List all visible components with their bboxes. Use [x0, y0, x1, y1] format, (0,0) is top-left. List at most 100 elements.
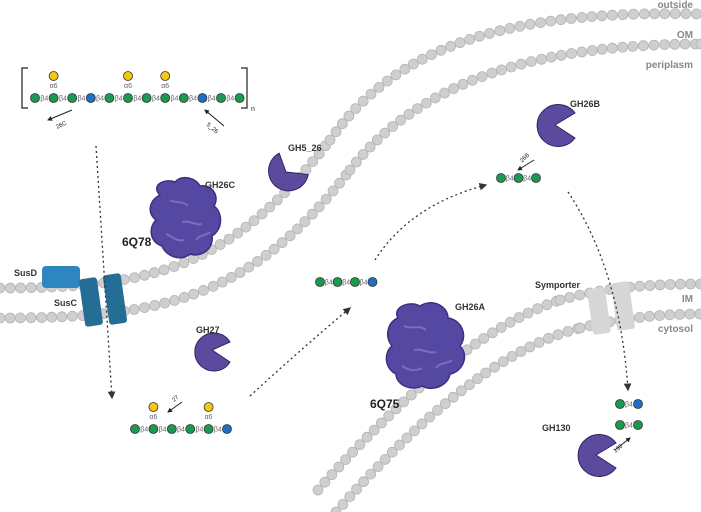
- membrane-bead: [680, 8, 692, 20]
- membrane-bead: [489, 361, 500, 373]
- mannose-residue: [633, 420, 643, 430]
- membrane-bead: [344, 164, 356, 176]
- mannose-residue: [48, 93, 59, 103]
- membrane-bead: [268, 243, 280, 255]
- membrane-bead: [497, 356, 509, 368]
- membrane-bead: [447, 391, 459, 403]
- membrane-bead: [654, 279, 666, 291]
- membrane-bead: [300, 164, 312, 176]
- membrane-bead: [386, 446, 398, 458]
- membrane-bead: [372, 461, 384, 473]
- membrane-bead: [586, 11, 598, 23]
- membrane-bead: [463, 379, 475, 391]
- membrane-bead: [358, 476, 370, 488]
- membrane-bead: [586, 45, 598, 56]
- galactose-residue: [48, 71, 59, 81]
- mannose-residue: [185, 424, 196, 434]
- membrane-bead: [364, 141, 376, 153]
- membrane-bead: [158, 264, 170, 276]
- cut-label-5-26: 5_26: [205, 122, 220, 136]
- membrane-bead: [207, 280, 219, 292]
- membrane-bead: [664, 309, 676, 321]
- membrane-bead: [494, 25, 506, 37]
- glycosidic-bond-label: β4: [40, 96, 48, 103]
- cut-label-27: 27: [171, 394, 180, 403]
- membrane-bead: [169, 294, 180, 306]
- glycosidic-bond-label: β4: [506, 176, 514, 183]
- membrane-bead: [67, 310, 78, 322]
- membrane-bead: [240, 221, 252, 233]
- membrane-bead: [4, 282, 16, 294]
- membrane-bead: [504, 22, 516, 34]
- membrane-bead: [664, 279, 676, 290]
- polymer-bracket-right: [241, 67, 248, 109]
- polymer-repeat-n: n: [251, 106, 255, 113]
- membrane-bead: [320, 193, 332, 205]
- flow-arrow-to-periplasm: [249, 307, 351, 397]
- membrane-bead: [684, 308, 696, 320]
- membrane-bead: [4, 312, 16, 324]
- membrane-bead: [357, 148, 369, 160]
- membrane-bead: [426, 49, 437, 60]
- inner-membrane-inner-leaflet: [330, 308, 701, 512]
- membrane-bead: [525, 56, 537, 67]
- membrane-bead: [256, 208, 268, 220]
- membrane-bead: [381, 75, 393, 87]
- membrane-bead: [638, 8, 650, 20]
- membrane-bead: [313, 148, 325, 160]
- membrane-bead: [398, 396, 410, 408]
- membrane-bead: [674, 308, 686, 320]
- galactose-residue: [203, 402, 214, 412]
- membrane-bead: [473, 30, 485, 42]
- membrane-bead: [36, 312, 47, 323]
- membrane-bead: [159, 297, 171, 309]
- membrane-bead: [365, 88, 377, 100]
- membrane-bead: [695, 278, 701, 290]
- membrane-bead: [535, 17, 546, 29]
- membrane-bead: [214, 239, 226, 250]
- glycosidic-bond-label: β4: [360, 280, 368, 287]
- membrane-bead: [225, 271, 237, 283]
- gh26a-structure: [385, 302, 466, 390]
- mannose-residue: [178, 93, 189, 103]
- glycosidic-bond-label: β4: [523, 176, 531, 183]
- glycosidic-bond-label: α6: [50, 83, 58, 90]
- glycosidic-bond-label: α6: [161, 83, 169, 90]
- mannose-residue: [615, 420, 625, 430]
- membrane-bead: [260, 249, 272, 261]
- membrane-bead: [424, 411, 436, 423]
- membrane-bead: [248, 215, 260, 227]
- label-outside: outside: [657, 0, 693, 11]
- membrane-bead: [333, 461, 345, 473]
- membrane-bead: [350, 156, 362, 168]
- gh26c-structure: [149, 176, 222, 259]
- membrane-bead: [515, 58, 527, 70]
- flow-arrow-to-cytosol: [567, 191, 632, 392]
- glycosidic-bond-label: β4: [325, 280, 333, 287]
- label-susd: SusD: [14, 268, 38, 278]
- label-pdb-6q78: 6Q78: [122, 235, 152, 249]
- label-om: OM: [677, 30, 693, 41]
- mannose-residue: [216, 93, 226, 103]
- membrane-bead: [347, 446, 359, 458]
- membrane-bead: [648, 39, 660, 51]
- mannose-residue: [141, 93, 152, 103]
- disaccharide-cytosol-2: β4: [615, 420, 643, 430]
- membrane-bead: [336, 118, 348, 130]
- membrane-bead: [564, 291, 576, 303]
- membrane-bead: [617, 41, 628, 53]
- membrane-bead: [628, 8, 639, 20]
- membrane-bead: [223, 233, 235, 245]
- glycosidic-bond-label: β4: [140, 427, 148, 434]
- membrane-bead: [691, 8, 701, 20]
- membrane-bead: [408, 425, 420, 437]
- membrane-bead: [486, 67, 498, 79]
- membrane-bead: [675, 278, 686, 290]
- membrane-bead: [634, 311, 646, 323]
- membrane-bead: [685, 278, 696, 290]
- membrane-bead: [198, 284, 209, 296]
- glycosidic-bond-label: β4: [115, 96, 123, 103]
- membrane-bead: [390, 403, 402, 415]
- mannose-residue: [350, 277, 360, 287]
